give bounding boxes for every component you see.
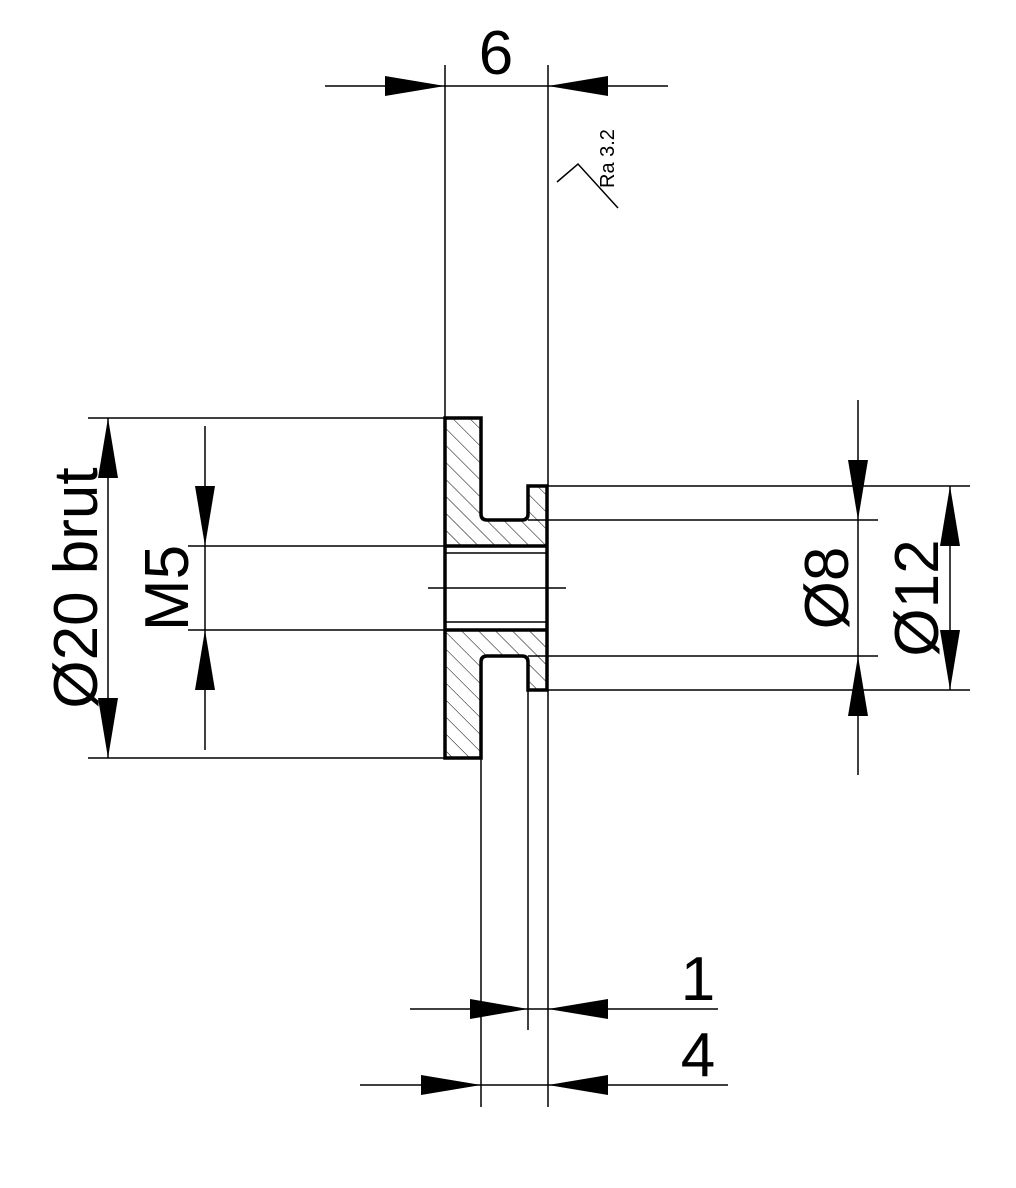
- arrow-head: [548, 1075, 608, 1095]
- arrow-head: [548, 999, 608, 1019]
- dimension-label: 1: [681, 945, 715, 1014]
- hatched-section-lower: [445, 630, 547, 758]
- arrow-head: [848, 460, 868, 520]
- dimension-raw-diameter: Ø20 brut: [42, 417, 445, 759]
- arrow-head: [98, 418, 118, 478]
- dimension-hub-length: 4: [360, 1021, 728, 1095]
- dimension-label: M5: [133, 545, 202, 631]
- arrow-head: [848, 656, 868, 716]
- arrow-head: [195, 486, 215, 546]
- arrow-head: [470, 999, 528, 1019]
- dimension-groove-offset: 1: [410, 690, 718, 1107]
- part-section: [428, 416, 566, 760]
- arrow-head: [195, 630, 215, 690]
- dimension-label: 4: [681, 1021, 715, 1090]
- dimension-thread: M5: [133, 426, 445, 750]
- arrow-head: [385, 76, 445, 96]
- arrow-head: [940, 486, 960, 546]
- surface-finish-symbol: Ra 3.2: [556, 129, 619, 209]
- hatched-section-upper: [445, 418, 547, 546]
- roughness-label: Ra 3.2: [597, 129, 619, 188]
- dimension-label: Ø12: [883, 539, 952, 656]
- arrow-head: [940, 630, 960, 690]
- arrow-head: [98, 698, 118, 758]
- dimension-hub-diameter: Ø12: [547, 485, 970, 691]
- dimension-groove-diameter: Ø8: [528, 400, 878, 775]
- arrow-head: [421, 1075, 481, 1095]
- dimension-label: 6: [479, 19, 513, 88]
- dimension-label: Ø20 brut: [42, 467, 111, 708]
- arrow-head: [548, 76, 608, 96]
- dimension-label: Ø8: [793, 547, 862, 630]
- roughness-check-icon: [556, 162, 619, 209]
- dimension-width-total: 6: [325, 19, 668, 486]
